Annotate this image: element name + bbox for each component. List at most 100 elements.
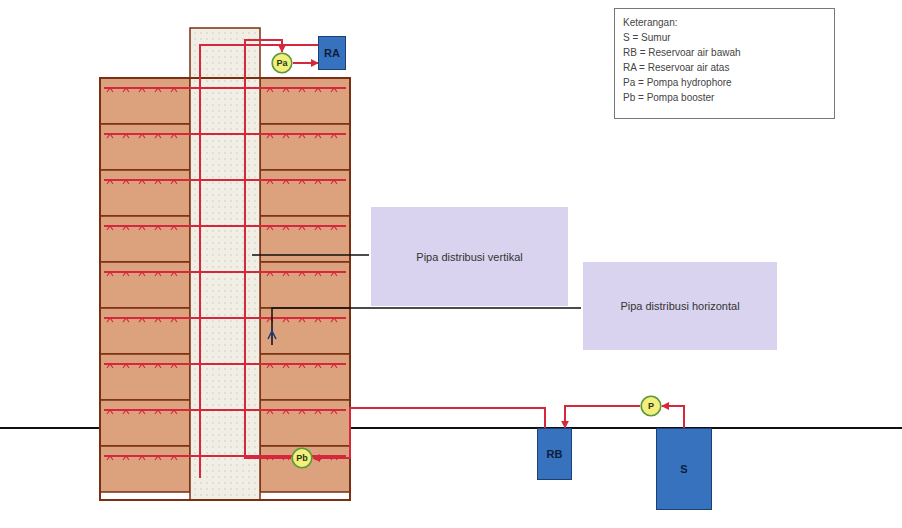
floor-pipe [104,317,346,319]
sprinkler-mark [107,272,113,276]
sprinkler-mark [267,226,273,230]
floor-block [100,400,190,446]
floor-pipe [104,409,346,411]
well-pump: P [640,395,662,417]
floor-block [260,170,350,216]
upper-reservoir: RA [318,36,346,70]
component-label: RA [324,47,340,59]
sprinkler-mark [123,318,129,322]
legend-box: Keterangan:S = SumurRB = Reservoar air b… [614,8,835,119]
horizontal-pipes [104,88,346,460]
sprinkler-mark [123,410,129,414]
callout-text: Pipa distribusi vertikal [416,251,522,263]
sprinkler-mark [139,364,145,368]
floor-block [260,354,350,400]
sprinkler-mark [299,364,305,368]
sprinkler-mark [171,134,177,138]
floor-block [100,308,190,354]
sprinkler-mark [283,272,289,276]
sprinkler-mark [299,272,305,276]
sprinkler-mark [315,134,321,138]
sprinkler-mark [107,364,113,368]
floor-block [260,78,350,124]
sprinkler-mark [315,180,321,184]
floor-block [100,354,190,400]
legend-entry: Pb = Pompa booster [623,90,826,105]
sprinkler-mark [331,410,337,414]
sprinkler-mark [123,180,129,184]
sprinkler-mark [107,456,113,460]
sprinkler-mark [315,410,321,414]
floor-block [100,124,190,170]
floor-block [100,446,190,492]
leader-line [252,254,369,256]
sprinkler-mark [331,364,337,368]
sprinkler-mark [283,88,289,92]
water-pipe [245,40,291,458]
floor-block [260,308,350,354]
sprinkler-mark [171,456,177,460]
floor-block [100,216,190,262]
floor-pipe [104,87,346,89]
sprinkler-mark [155,272,161,276]
floor-pipe [104,133,346,135]
component-label: Pb [296,453,308,463]
floor-block [100,262,190,308]
sprinkler-mark [155,226,161,230]
sprinkler-mark [107,134,113,138]
sprinkler-mark [283,180,289,184]
sprinkler-mark [123,88,129,92]
callout-box: Pipa distribusi horizontal [583,262,777,350]
sprinkler-mark [123,272,129,276]
sprinkler-mark [139,180,145,184]
sprinkler-mark [107,88,113,92]
sprinkler-mark [139,456,145,460]
sprinkler-mark [139,226,145,230]
leader-arrow [268,331,276,339]
sprinkler-mark [155,364,161,368]
vertical-distribution-pipe [200,45,318,478]
sprinkler-mark [267,180,273,184]
sprinkler-mark [315,226,321,230]
sprinkler-mark [283,226,289,230]
water-pipe [293,62,318,64]
floor-pipe [104,363,346,365]
sprinkler-mark [283,318,289,322]
sprinkler-mark [139,410,145,414]
floor-pipe [104,271,346,273]
sprinkler-mark [315,272,321,276]
sprinkler-mark [267,272,273,276]
sprinkler-mark [267,410,273,414]
sprinkler-mark [267,364,273,368]
component-label: Pa [276,58,287,68]
sprinkler-mark [155,456,161,460]
sprinkler-mark [283,364,289,368]
legend-entry: RA = Reservoar air atas [623,60,826,75]
sprinkler-mark [171,364,177,368]
sprinkler-mark [171,318,177,322]
callout-text: Pipa distribusi horizontal [620,300,739,312]
sprinkler-mark [299,88,305,92]
sprinkler-mark [331,226,337,230]
sprinkler-mark [155,180,161,184]
booster-pump: Pb [291,447,313,469]
sprinkler-mark [139,272,145,276]
callout-box: Pipa distribusi vertikal [371,207,568,306]
leader-line [272,308,581,345]
floor-block [100,78,190,124]
floor-block [260,446,350,492]
floor-block [260,124,350,170]
water-pipe [662,406,684,428]
sprinkler-mark [139,318,145,322]
lower-reservoir: RB [537,428,572,480]
sprinkler-mark [299,180,305,184]
water-pipe [313,408,545,458]
legend-heading: Keterangan: [623,15,826,30]
sprinkler-mark [171,88,177,92]
component-label: RB [547,448,563,460]
sprinkler-mark [139,88,145,92]
component-label: P [648,401,654,411]
sprinkler-mark [123,134,129,138]
floor-pipe [104,225,346,227]
sprinkler-mark [331,134,337,138]
